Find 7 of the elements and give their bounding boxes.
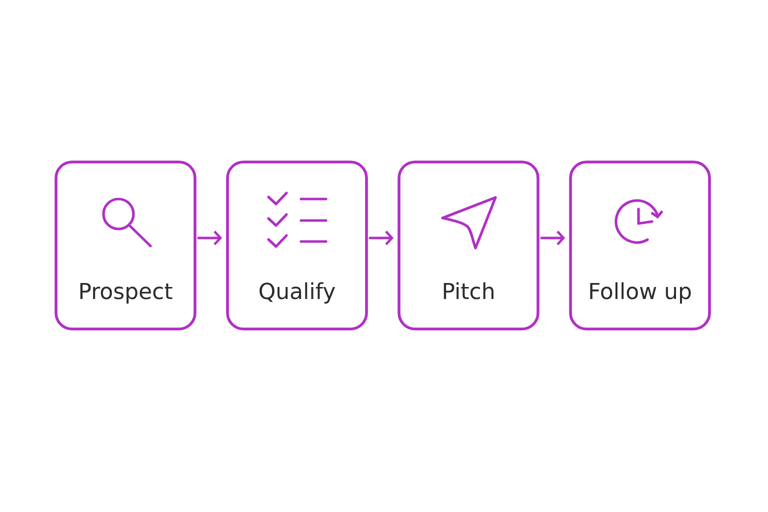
step-label: Follow up [590, 282, 691, 304]
arrow [368, 230, 394, 246]
step-label: Qualify [260, 282, 336, 304]
step-label: Pitch [444, 282, 494, 300]
step-label: Prospect [80, 282, 172, 304]
arrow [197, 230, 222, 246]
arrow [540, 230, 566, 246]
